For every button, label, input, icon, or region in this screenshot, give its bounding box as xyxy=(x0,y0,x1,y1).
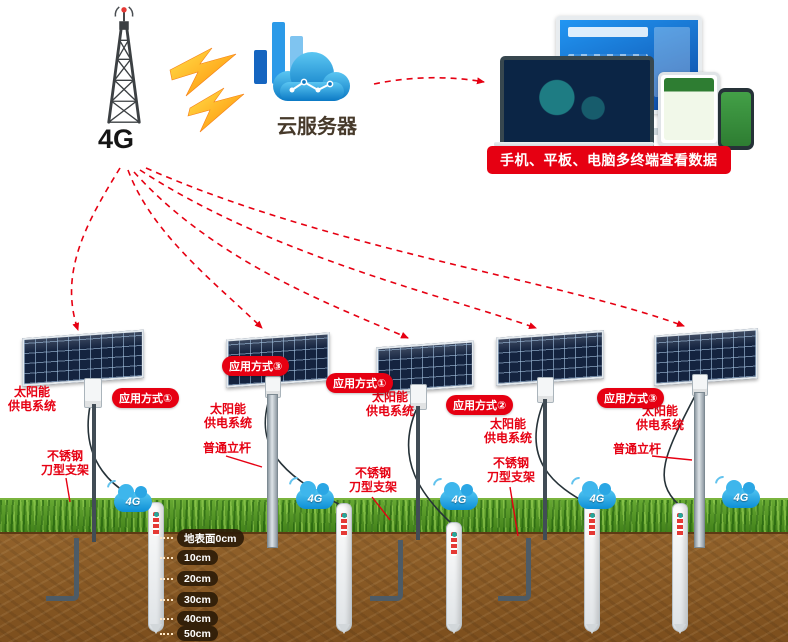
4g-cloud-label: 4G xyxy=(589,493,605,505)
cloud-icon xyxy=(273,52,350,101)
laptop xyxy=(494,56,654,151)
solar-power-label: 太阳能 供电系统 xyxy=(203,402,252,431)
4g-cloud-label: 4G xyxy=(451,494,467,506)
depth-tick xyxy=(160,556,173,559)
depth-tick xyxy=(160,598,173,601)
probe-marking xyxy=(589,513,595,537)
tablet xyxy=(658,72,720,146)
mount-label: 不锈钢 刀型支架 xyxy=(40,449,89,478)
knife-bracket xyxy=(46,538,79,601)
solar-power-label: 太阳能 供电系统 xyxy=(7,385,56,414)
soil-sensor-probe xyxy=(446,522,462,632)
depth-label: 地表面0cm xyxy=(177,529,244,547)
cloud-server-icon xyxy=(246,10,358,110)
probe-marking xyxy=(451,532,457,556)
phone-screen xyxy=(721,92,751,146)
solar-power-label: 太阳能 供电系统 xyxy=(635,404,684,433)
mount-label: 不锈钢 刀型支架 xyxy=(486,456,535,485)
mount-label: 不锈钢 刀型支架 xyxy=(348,466,397,495)
depth-row: 20cm xyxy=(160,571,218,586)
screen-header-bar xyxy=(568,27,649,38)
depth-label: 50cm xyxy=(177,626,218,641)
depth-tick xyxy=(160,577,173,580)
laptop-screen xyxy=(500,56,654,146)
cloud-server-label: 云服务器 xyxy=(277,116,357,138)
application-badge: 应用方式③ xyxy=(222,356,290,376)
depth-row: 30cm xyxy=(160,592,218,607)
application-badge: 应用方式① xyxy=(326,373,394,393)
depth-label: 10cm xyxy=(177,550,218,565)
depth-tick xyxy=(160,617,173,620)
laptop-map-view xyxy=(510,66,644,136)
soil-section xyxy=(0,532,788,642)
knife-bracket xyxy=(498,538,531,601)
mount-pole xyxy=(694,392,705,548)
4g-cloud-label: 4G xyxy=(733,492,749,504)
solar-power-label: 太阳能 供电系统 xyxy=(365,390,414,419)
depth-label: 40cm xyxy=(177,611,218,626)
probe-marking xyxy=(677,513,683,537)
4g-cloud-icon: 4G xyxy=(711,472,760,508)
depth-row: 地表面0cm xyxy=(160,529,244,547)
probe-marking xyxy=(153,512,159,536)
cell-tower-icon xyxy=(74,6,174,126)
application-badge: 应用方式③ xyxy=(597,388,665,408)
tablet-screen xyxy=(664,78,714,140)
solar-power-label: 太阳能 供电系统 xyxy=(483,417,532,446)
depth-row: 50cm xyxy=(160,626,218,641)
depth-tick xyxy=(160,632,173,635)
probe-marking xyxy=(341,513,347,537)
soil-sensor-probe xyxy=(672,503,688,632)
depth-row: 40cm xyxy=(160,611,218,626)
depth-tick xyxy=(160,537,173,539)
depth-label: 20cm xyxy=(177,571,218,586)
soil-sensor-probe xyxy=(336,503,352,632)
knife-bracket xyxy=(370,540,403,601)
tower-4g-label: 4G xyxy=(98,124,135,154)
smartphone xyxy=(718,88,754,150)
depth-row: 10cm xyxy=(160,550,218,565)
mount-label: 普通立杆 xyxy=(612,442,661,456)
depth-label: 30cm xyxy=(177,592,218,607)
application-badge: 应用方式② xyxy=(446,395,514,415)
application-badge: 应用方式① xyxy=(112,388,180,408)
terminal-devices xyxy=(494,14,786,151)
mount-label: 普通立杆 xyxy=(202,441,251,455)
